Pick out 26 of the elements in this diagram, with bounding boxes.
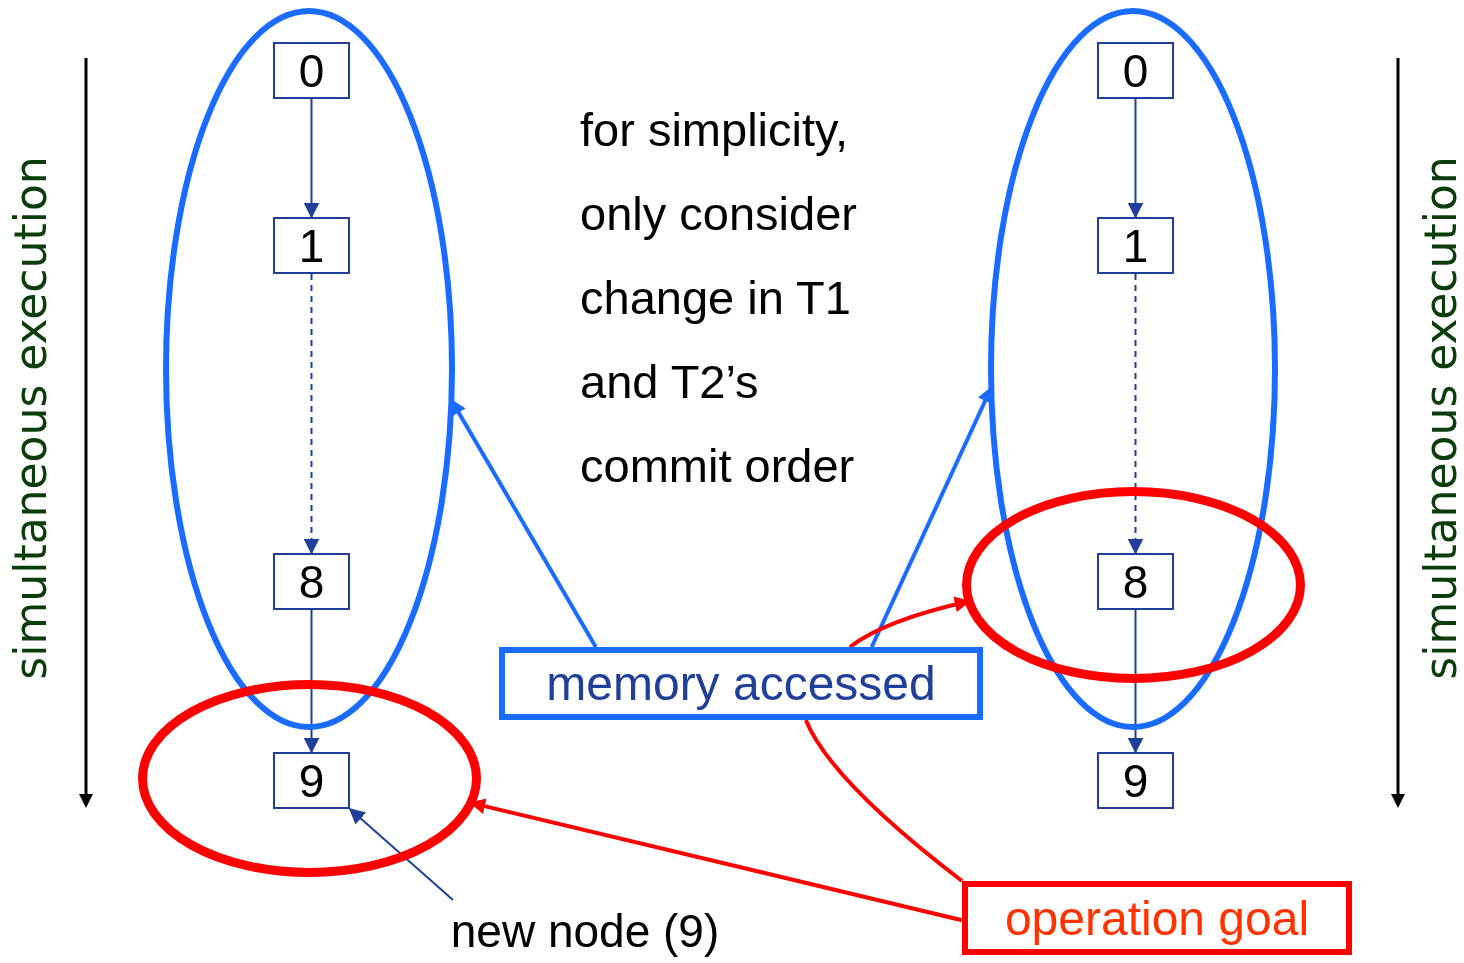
arrow (303, 98, 320, 219)
step-box: 1 (273, 217, 350, 274)
step-box: 9 (1097, 752, 1174, 809)
arrow (1127, 609, 1144, 754)
step-box: 1 (1097, 217, 1174, 274)
step-box: 0 (273, 42, 350, 99)
axis-label: simultaneous execution (1414, 156, 1464, 680)
arrow (348, 807, 454, 901)
step-box: 0 (1097, 42, 1174, 99)
step-box: 8 (1097, 553, 1174, 610)
ellipse-outline (138, 680, 481, 877)
ellipse-outline (163, 8, 455, 730)
ellipse-outline (962, 487, 1305, 683)
arrow (303, 273, 320, 555)
callout-box: memory accessed (499, 647, 983, 720)
arrow (303, 609, 320, 754)
callout-box: operation goal (962, 881, 1352, 955)
arrow (1127, 98, 1144, 219)
note-text: for simplicity, only consider change in T1 and T2’s commit order (580, 102, 858, 494)
step-box: 8 (273, 553, 350, 610)
step-box: 9 (273, 752, 350, 809)
connector-line (804, 719, 964, 883)
axis-label: simultaneous execution (4, 156, 56, 680)
ellipse-outline (988, 8, 1278, 730)
callout-text: new node (9) (420, 900, 750, 962)
arrow (1127, 273, 1144, 555)
